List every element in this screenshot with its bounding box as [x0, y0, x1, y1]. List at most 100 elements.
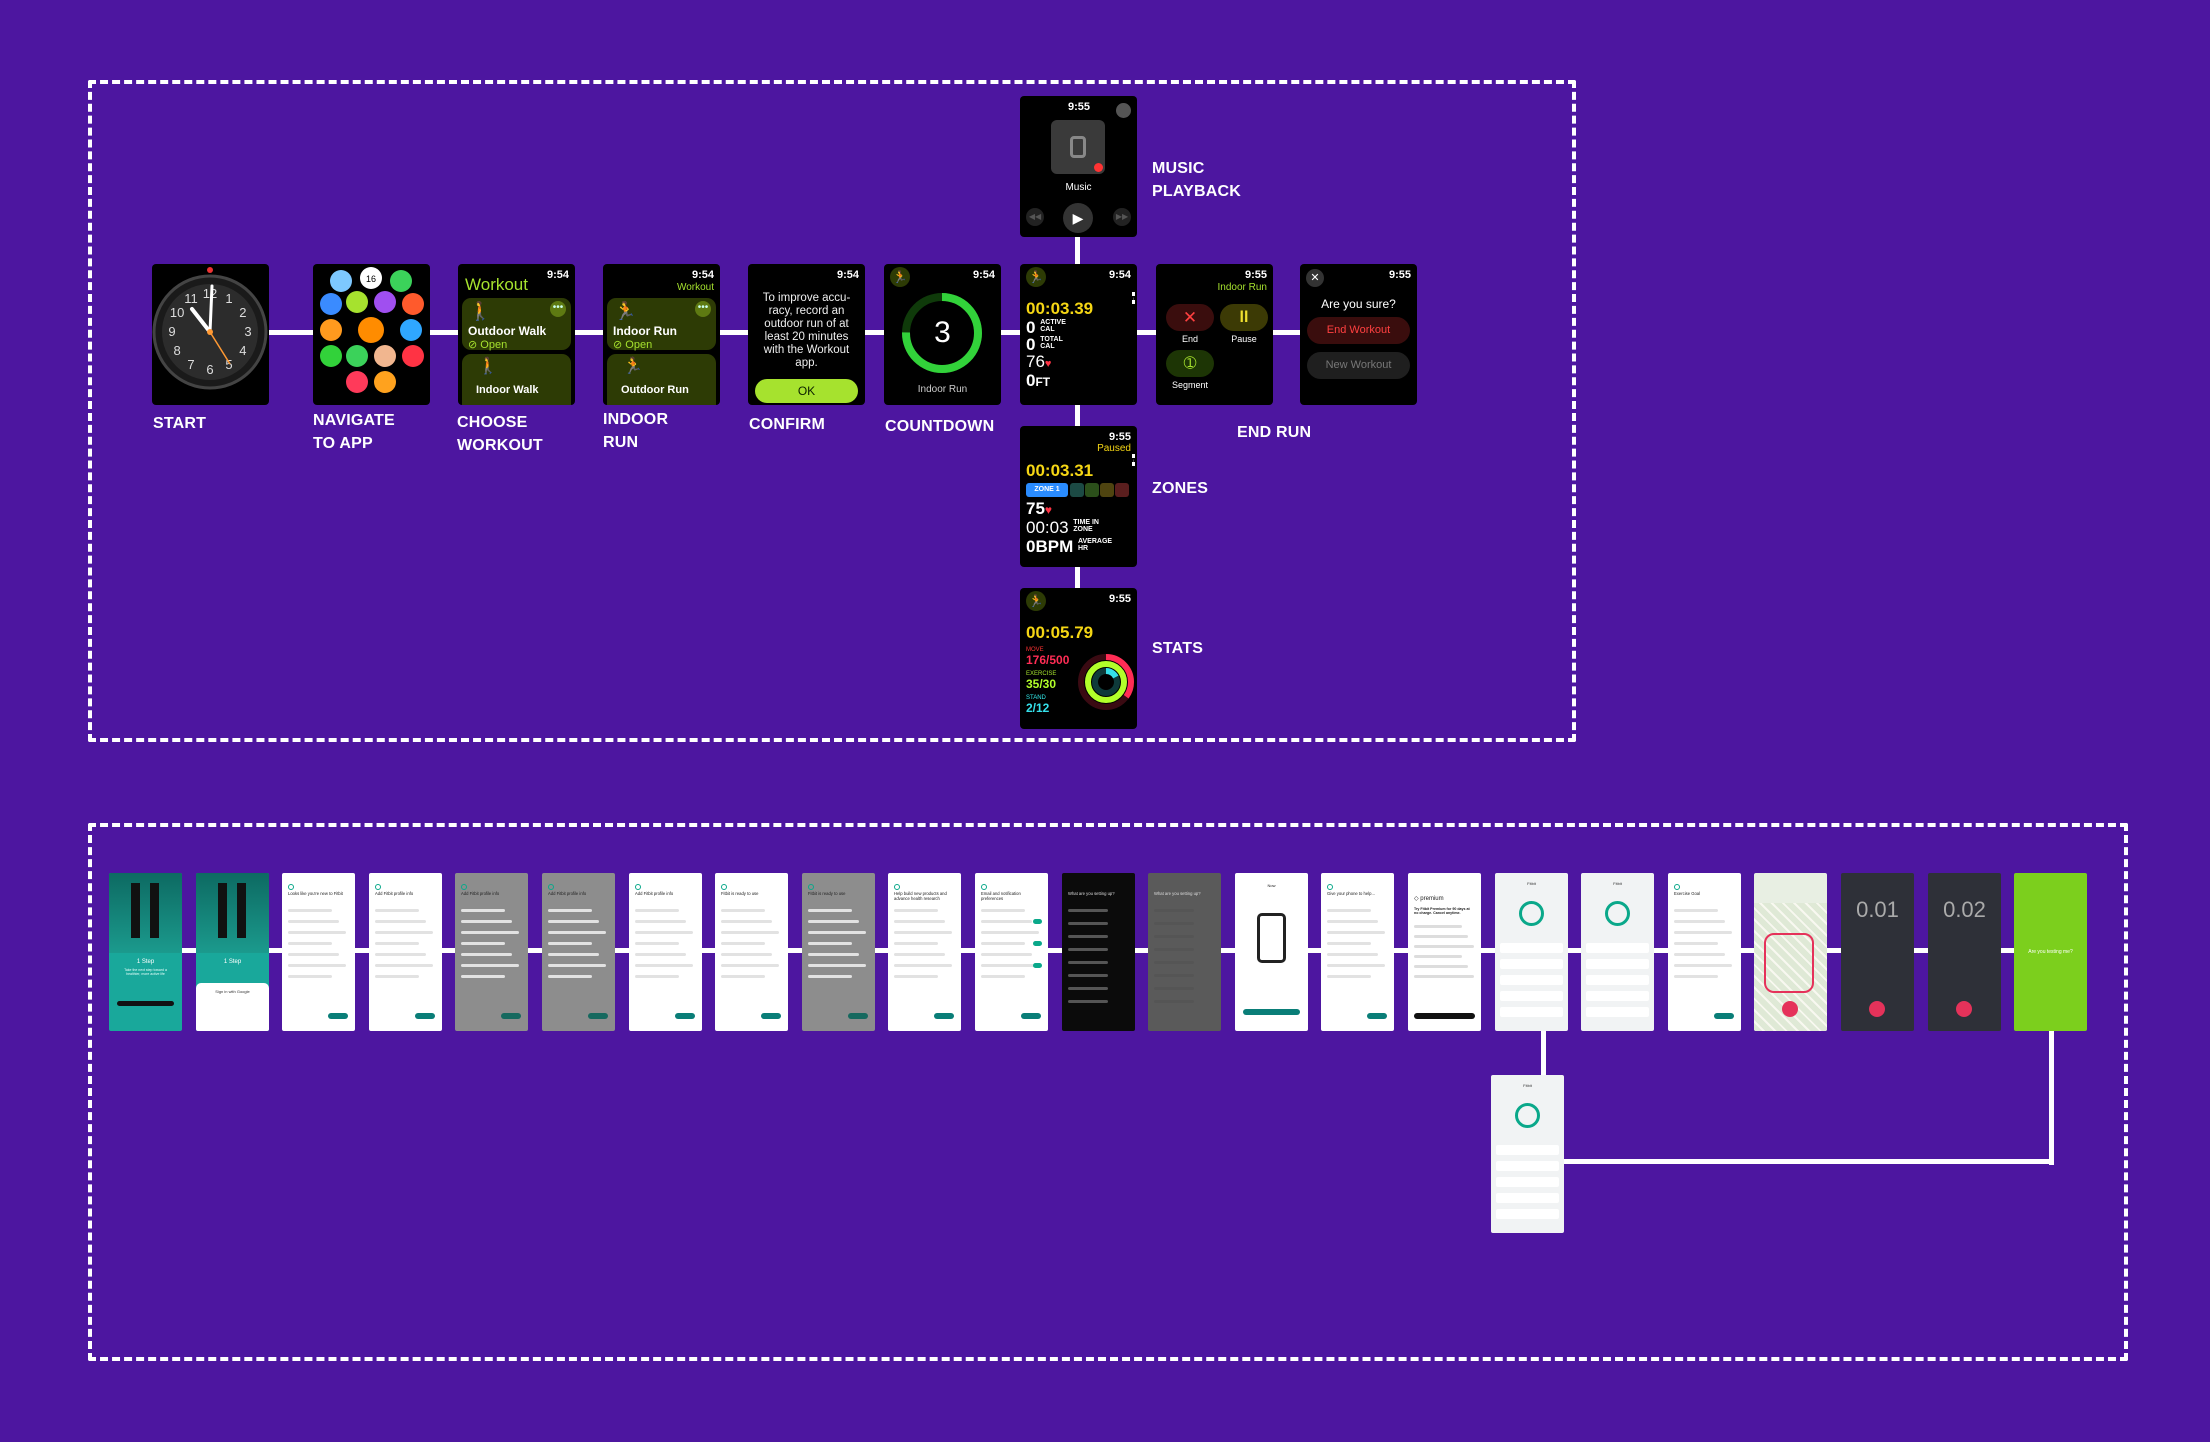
- workout-card-outdoor-walk[interactable]: 🚶 ••• Outdoor Walk ⊘ Open: [462, 298, 571, 351]
- run-icon: 🏃: [614, 301, 637, 321]
- airplay-icon[interactable]: [1116, 103, 1131, 118]
- play-button[interactable]: ▶: [1063, 203, 1093, 233]
- phone-screen-dark-list[interactable]: What are you setting up?: [1062, 873, 1135, 1031]
- phone-icon[interactable]: [390, 270, 412, 292]
- end-button[interactable]: ✕: [1166, 304, 1214, 331]
- return-connector-vertical: [2049, 1030, 2054, 1165]
- start-button[interactable]: [1782, 1001, 1798, 1017]
- calendar-icon[interactable]: [360, 267, 382, 289]
- cta-button[interactable]: [1414, 1013, 1475, 1019]
- phone-screen-dashboard[interactable]: Fitbit: [1581, 873, 1654, 1031]
- next-button[interactable]: [1021, 1013, 1041, 1019]
- content-line: [461, 909, 505, 912]
- toggle-switch[interactable]: [1033, 941, 1042, 946]
- phone-screen-device[interactable]: Now: [1235, 873, 1308, 1031]
- next-button[interactable]: [934, 1013, 954, 1019]
- content-line: [548, 909, 592, 912]
- workout-card-indoor-walk[interactable]: 🚶 Indoor Walk: [462, 354, 571, 405]
- close-icon[interactable]: ✕: [1306, 269, 1324, 287]
- phone-screen-toggles[interactable]: Email and notification preferences: [975, 873, 1048, 1031]
- content-line: [375, 920, 426, 923]
- next-button[interactable]: [675, 1013, 695, 1019]
- new-workout-button[interactable]: New Workout: [1307, 352, 1410, 379]
- content-line: [548, 931, 606, 934]
- workout-card-indoor-run[interactable]: 🏃 ••• Indoor Run ⊘ Open: [607, 298, 716, 351]
- phone-screen-dashboard[interactable]: Fitbit: [1495, 873, 1568, 1031]
- more-icon[interactable]: •••: [695, 301, 711, 317]
- record-button[interactable]: [1869, 1001, 1885, 1017]
- content-line: [1154, 935, 1194, 938]
- phone-screen-form-dim[interactable]: Add Fitbit profile info: [455, 873, 528, 1031]
- content-line: [1068, 987, 1108, 990]
- music-icon[interactable]: [346, 371, 368, 393]
- primary-button[interactable]: [1243, 1009, 1300, 1015]
- workout-card-outdoor-run[interactable]: 🏃 Outdoor Run: [607, 354, 716, 405]
- brand-icon: [981, 884, 987, 890]
- pause-button[interactable]: ll: [1220, 304, 1268, 331]
- phone-screen-blank[interactable]: Exercise Goal: [1668, 873, 1741, 1031]
- toggle-switch[interactable]: [1033, 963, 1042, 968]
- legs-icon: [131, 883, 159, 938]
- wallet-icon[interactable]: [400, 319, 422, 341]
- ok-button[interactable]: OK: [755, 379, 858, 403]
- card-status: ⊘ Open: [468, 339, 508, 351]
- rewind-icon[interactable]: ◀◀: [1026, 208, 1044, 226]
- end-workout-button[interactable]: End Workout: [1307, 317, 1410, 344]
- clock-number: 1: [225, 291, 232, 306]
- status-bar: [196, 873, 202, 880]
- segment-button[interactable]: ➀: [1166, 350, 1214, 377]
- phone-screen-dark-timer[interactable]: 0.01: [1841, 873, 1914, 1031]
- content-line: [375, 931, 433, 934]
- memoji-icon[interactable]: [374, 345, 396, 367]
- phone-screen-text[interactable]: Give your phone to help...: [1321, 873, 1394, 1031]
- phone-screen-form[interactable]: Help build new products and advance heal…: [888, 873, 961, 1031]
- phone-screen-green[interactable]: Are you testing me?: [2014, 873, 2087, 1031]
- home-icon[interactable]: [374, 371, 396, 393]
- next-button[interactable]: [1714, 1013, 1734, 1019]
- stopwatch-icon[interactable]: [320, 319, 342, 341]
- next-button[interactable]: [1367, 1013, 1387, 1019]
- next-button[interactable]: [501, 1013, 521, 1019]
- phone-screen-form-dim[interactable]: Fitbit is ready to use: [802, 873, 875, 1031]
- messages-icon[interactable]: [346, 345, 368, 367]
- label-start: START: [153, 415, 207, 432]
- sign-in-sheet[interactable]: Sign in with Google: [196, 983, 269, 1031]
- activity-icon[interactable]: [320, 345, 342, 367]
- timer-icon[interactable]: [358, 317, 384, 343]
- badge-icon: [1094, 163, 1103, 172]
- forward-icon[interactable]: ▶▶: [1113, 208, 1131, 226]
- confirm-message: To improve accu-racy, record an outdoor …: [762, 292, 851, 369]
- next-button[interactable]: [848, 1013, 868, 1019]
- weather-icon[interactable]: [330, 270, 352, 292]
- record-button[interactable]: [1956, 1001, 1972, 1017]
- phone-screen-dark-list-dim[interactable]: What are you setting up?: [1148, 873, 1221, 1031]
- phone-screen-map[interactable]: [1754, 873, 1827, 1031]
- phone-screen-form-dim[interactable]: Add Fitbit profile info: [542, 873, 615, 1031]
- heart-icon[interactable]: [402, 345, 424, 367]
- phone-screen-form[interactable]: Add Fitbit profile info: [369, 873, 442, 1031]
- end-label: End: [1181, 334, 1198, 344]
- phone-screen-form[interactable]: Fitbit is ready to use: [715, 873, 788, 1031]
- phone-screen-dashboard[interactable]: Fitbit: [1491, 1075, 1564, 1233]
- heart-icon: ♥: [1044, 358, 1052, 370]
- content-line: [1674, 909, 1718, 912]
- next-button[interactable]: [588, 1013, 608, 1019]
- brand-icon: [635, 884, 641, 890]
- toggle-switch[interactable]: [1033, 919, 1042, 924]
- content-line: [981, 942, 1025, 945]
- next-button[interactable]: [415, 1013, 435, 1019]
- next-button[interactable]: [761, 1013, 781, 1019]
- primary-button[interactable]: [117, 1001, 174, 1006]
- more-icon[interactable]: •••: [550, 301, 566, 317]
- workout-icon[interactable]: [346, 291, 368, 313]
- podcasts-icon[interactable]: [374, 291, 396, 313]
- phone-screen-dark-timer[interactable]: 0.02: [1928, 873, 2001, 1031]
- fitness-icon[interactable]: [402, 293, 424, 315]
- app-store-icon[interactable]: [320, 293, 342, 315]
- phone-screen-form[interactable]: Looks like you're new to Fitbit: [282, 873, 355, 1031]
- next-button[interactable]: [328, 1013, 348, 1019]
- phone-screen-form[interactable]: Add Fitbit profile info: [629, 873, 702, 1031]
